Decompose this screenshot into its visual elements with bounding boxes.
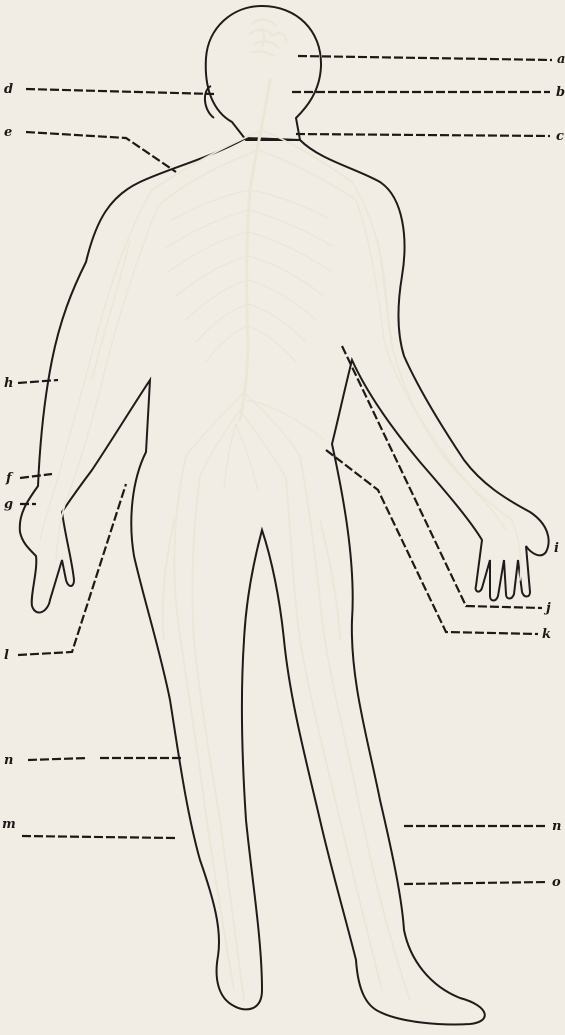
label-k: k — [542, 627, 551, 642]
label-m: m — [2, 817, 16, 832]
label-n-right: n — [552, 819, 561, 834]
leader-e — [26, 132, 176, 172]
left-arm-nerves — [40, 190, 158, 560]
leader-a — [298, 56, 552, 60]
label-j: j — [543, 601, 551, 616]
figure-labels: a b c d e h f g i j k l n m n o — [2, 52, 565, 890]
brain-convolutions — [250, 20, 286, 56]
label-g: g — [4, 497, 13, 512]
label-l: l — [4, 648, 9, 663]
label-c: c — [556, 129, 564, 144]
right-arm-nerves — [352, 182, 521, 580]
label-f: f — [5, 471, 14, 486]
label-e: e — [4, 125, 12, 140]
label-d: d — [4, 82, 13, 97]
leader-c — [296, 134, 550, 136]
torso-and-limbs — [20, 138, 549, 1025]
label-b: b — [556, 85, 565, 100]
label-a: a — [557, 52, 565, 67]
leader-n-left — [28, 758, 88, 760]
label-h: h — [4, 376, 13, 391]
leader-j — [342, 346, 542, 608]
body-silhouette — [20, 6, 549, 1025]
nerve-network — [40, 20, 521, 1000]
leader-m — [22, 836, 176, 838]
leader-o — [404, 882, 548, 884]
leader-d — [26, 89, 214, 94]
label-o: o — [552, 875, 561, 890]
label-i: i — [554, 541, 559, 556]
leader-f — [20, 474, 52, 478]
leader-h — [18, 380, 58, 383]
label-n-left: n — [4, 753, 13, 768]
